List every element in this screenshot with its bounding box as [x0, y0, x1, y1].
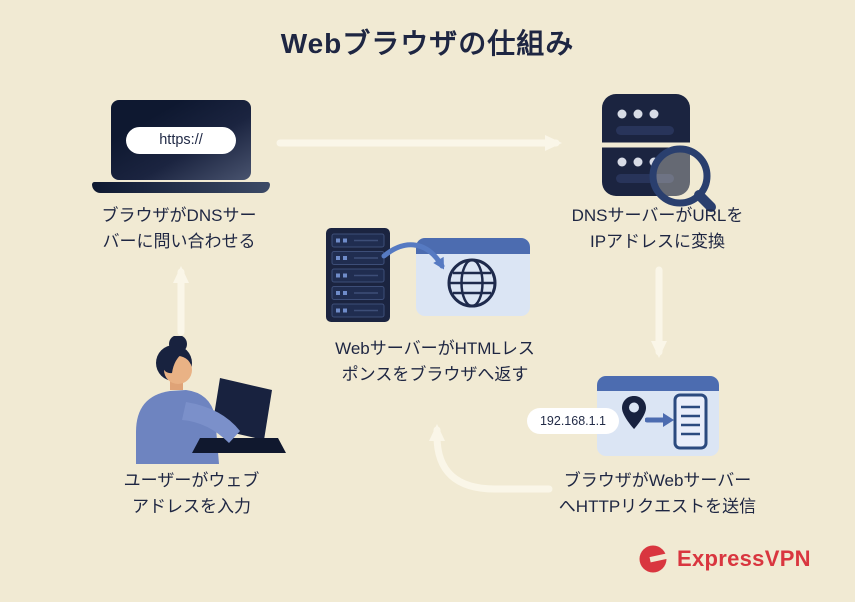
ip-address-text: 192.168.1.1: [539, 414, 607, 428]
location-pin-icon: [622, 396, 646, 429]
page-title: Webブラウザの仕組み: [280, 28, 575, 59]
laptop-screen: https://: [111, 100, 251, 180]
web-server-response-illustration: [326, 228, 530, 322]
ip-address-pill: 192.168.1.1: [527, 408, 619, 434]
caption-server-returns-html: WebサーバーがHTMLレス ポンスをブラウザへ返す: [335, 339, 535, 384]
person-arm: [182, 402, 240, 443]
brand-logo: ExpressVPN: [638, 544, 811, 574]
brand-name: ExpressVPN: [677, 546, 811, 571]
server-tower-icon: [326, 228, 390, 322]
person-illustration: [136, 336, 286, 464]
expressvpn-logo-icon: [639, 545, 668, 573]
globe-icon: [447, 258, 497, 308]
address-bar-text: https://: [159, 132, 203, 148]
caption-dns-resolves: DNSサーバーがURLを IPアドレスに変換: [571, 206, 744, 251]
dns-server-icon: [602, 94, 716, 212]
arrow-request-to-server: [429, 424, 553, 493]
person-laptop-base: [192, 438, 286, 453]
magnifier-icon: [649, 145, 716, 212]
address-bar-pill: https://: [126, 126, 236, 154]
caption-browser-queries-dns: ブラウザがDNSサー バーに問い合わせる: [101, 206, 257, 251]
request-browser-header: [597, 376, 719, 391]
laptop-illustration: https://: [92, 100, 270, 193]
laptop-base: [92, 182, 270, 193]
caption-user-enters-address: ユーザーがウェブ アドレスを入力: [123, 471, 260, 516]
request-arrow-icon: [645, 413, 674, 427]
browser-window-icon: [416, 238, 530, 316]
caption-browser-sends-request: ブラウザがWebサーバー へHTTPリクエストを送信: [558, 471, 757, 516]
mini-server-icon: [673, 393, 708, 450]
response-arrow-icon: [381, 242, 445, 270]
